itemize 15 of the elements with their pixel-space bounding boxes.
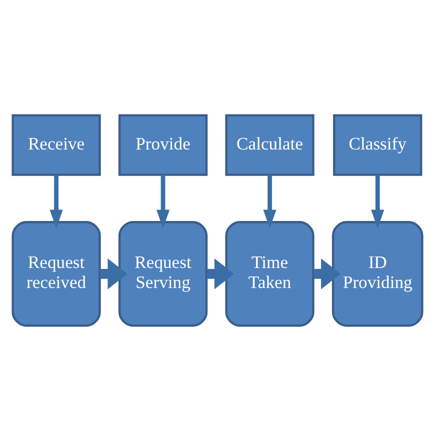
node-box: Request Serving <box>118 221 208 327</box>
node-box: Provide <box>118 114 208 176</box>
arrow <box>156 174 170 228</box>
arrow <box>50 174 63 228</box>
arrow <box>314 258 341 290</box>
node-box: Calculate <box>225 114 314 176</box>
node-box: ID Providing <box>332 221 424 327</box>
arrow <box>263 174 276 228</box>
node-box: Receive <box>12 114 101 176</box>
arrow <box>100 258 128 290</box>
arrow <box>371 174 384 228</box>
node-box: Classify <box>333 114 422 176</box>
arrow <box>206 258 234 290</box>
node-box: Time Taken <box>225 221 314 327</box>
node-box: Request received <box>12 221 101 327</box>
